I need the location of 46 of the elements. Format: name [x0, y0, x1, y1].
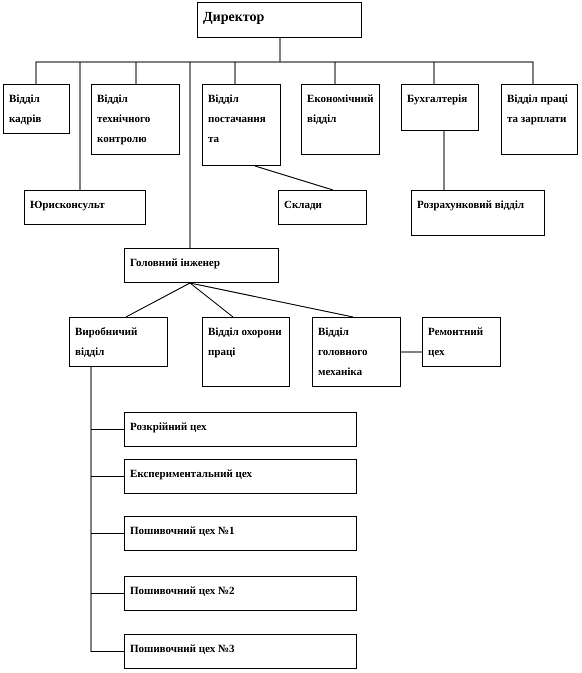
box-label: Юрисконсульт: [30, 198, 106, 213]
box-label: Відділ охорони праці: [208, 325, 283, 360]
box-label: Пошивочний цех №3: [130, 642, 236, 657]
org-box: [124, 459, 357, 494]
org-box: [24, 190, 146, 225]
box-label: Виробничий відділ: [75, 325, 138, 360]
box-label: Розрахунковий відділ: [417, 198, 526, 213]
box-label: Розкрійний цех: [130, 420, 208, 435]
org-box: [124, 248, 279, 283]
box-label: Відділ праці та зарплати: [507, 92, 569, 127]
box-label: Бухгалтерія: [407, 92, 468, 107]
org-box: [422, 317, 501, 367]
org-box: [411, 190, 545, 236]
box-label: Ремонтний цех: [428, 325, 484, 360]
org-box: [202, 84, 281, 166]
org-box: [124, 576, 357, 611]
box-label: Пошивочний цех №1: [130, 524, 236, 539]
connector-line: [190, 282, 354, 318]
connector-line: [254, 166, 334, 190]
connector-line: [90, 366, 124, 652]
box-label: Відділ постачання та: [208, 92, 267, 147]
org-box: [69, 317, 168, 367]
box-label: Головний інженер: [130, 256, 221, 271]
box-label: Склади: [284, 198, 323, 213]
box-label: Пошивочний цех №2: [130, 584, 236, 599]
org-box: [197, 2, 362, 38]
org-box: [124, 412, 357, 447]
box-label: Відділ кадрів: [9, 92, 42, 127]
org-box: [91, 84, 180, 155]
box-label: Економічний відділ: [307, 92, 374, 127]
org-box: [3, 84, 70, 134]
box-label: Директор: [203, 9, 266, 27]
org-box: [301, 84, 380, 155]
org-box: [401, 84, 479, 131]
box-label: Експериментальний цех: [130, 467, 254, 482]
connector-line: [126, 282, 190, 318]
box-label: Відділ головного механіка: [318, 325, 368, 380]
org-box: [124, 516, 357, 551]
box-label: Відділ технічного контролю: [97, 92, 152, 147]
connector-line: [190, 282, 234, 318]
org-box: [312, 317, 401, 387]
org-box: [501, 84, 578, 155]
org-box: [278, 190, 367, 225]
org-box: [202, 317, 290, 387]
connector-line: [190, 38, 280, 248]
org-box: [124, 634, 357, 669]
